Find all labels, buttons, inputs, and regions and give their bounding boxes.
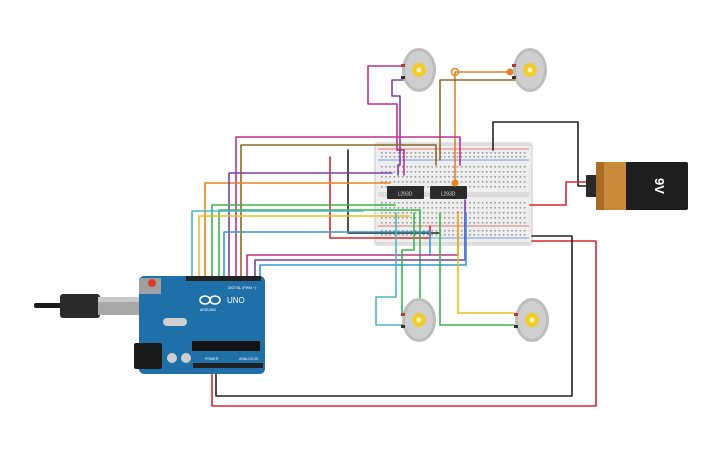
wire-teal-arduino[interactable] [191, 210, 364, 279]
wire-yellow-motor4[interactable] [457, 212, 515, 314]
wire-junction-dot [451, 179, 459, 187]
reset-button[interactable] [148, 279, 156, 287]
wire-black-arduino-gnd[interactable] [215, 235, 573, 397]
wire-green-motor3-b[interactable] [401, 212, 415, 314]
battery-9v[interactable]: 9V [586, 162, 688, 210]
wire-brown-motor2[interactable] [439, 79, 516, 161]
wire-junction-dot [506, 68, 514, 76]
wire-magenta-motor1[interactable] [367, 65, 405, 176]
dc-motor-bottom-left[interactable] [401, 298, 436, 342]
usb-cable[interactable] [34, 294, 140, 318]
arduino-brand-label: ARDUINO [200, 308, 216, 312]
wire-orange-motor2[interactable] [454, 71, 511, 184]
arduino-uno-board[interactable]: UNO ARDUINO DIGITAL (PWM ~) POWER ANALOG… [134, 276, 265, 374]
motor-driver-2[interactable]: L293D [430, 186, 467, 199]
arduino-model-label: UNO [227, 296, 245, 305]
wire-purple-motor1[interactable] [391, 79, 404, 176]
power-header-label: POWER [205, 357, 219, 361]
driver-1-label: L293D [398, 192, 413, 198]
battery-voltage-label: 9V [652, 178, 667, 194]
wire-magenta-arduino[interactable] [235, 136, 461, 279]
wire-black-battery[interactable] [492, 121, 591, 187]
digital-header-label: DIGITAL (PWM ~) [228, 286, 256, 290]
wire-purple-arduino-2[interactable] [254, 199, 466, 279]
dc-motor-top-right[interactable] [512, 48, 547, 92]
wire-red-arduino-gnd[interactable] [211, 240, 597, 407]
arduino-logo-icon [199, 295, 221, 305]
wire-black-bb-inner[interactable] [347, 149, 441, 234]
wire-teal-motor3[interactable] [375, 212, 405, 326]
wire-blue-arduino-2[interactable] [259, 212, 467, 279]
wire-green-motor4[interactable] [439, 212, 515, 326]
motor-driver-1[interactable]: L293D [387, 186, 424, 199]
wire-yellow-arduino[interactable] [198, 215, 411, 279]
wire-orange-arduino[interactable] [204, 182, 391, 279]
wire-blue-arduino[interactable] [223, 231, 431, 279]
driver-2-label: L293D [441, 192, 456, 198]
microcontroller-chip [192, 341, 260, 351]
dc-motor-top-left[interactable] [401, 48, 436, 92]
wire-junction-dot [450, 67, 460, 77]
wire-green-arduino-1[interactable] [211, 204, 396, 279]
analog-header-label: ANALOG IN [239, 357, 259, 361]
wire-purple-arduino[interactable] [228, 172, 393, 279]
wire-red-battery[interactable] [529, 181, 591, 206]
dc-motor-bottom-right[interactable] [514, 298, 549, 342]
